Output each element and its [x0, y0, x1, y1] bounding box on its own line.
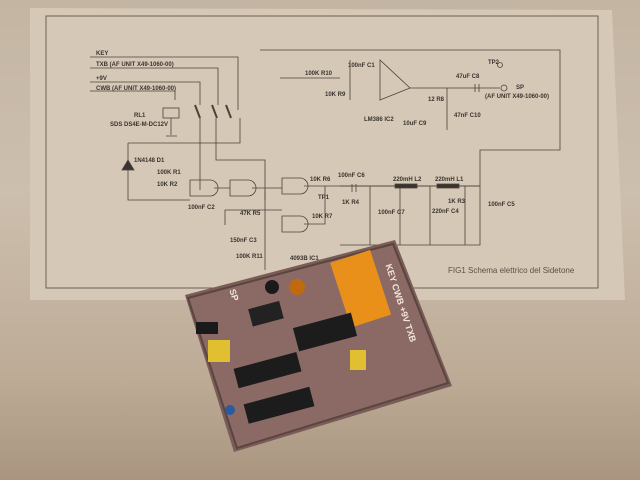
relay: [330, 249, 392, 328]
capacitor: [350, 350, 366, 370]
tp1-label: TP1: [318, 195, 330, 201]
input-9v-label: +9V: [96, 76, 107, 82]
pcb-board: [185, 240, 452, 452]
r5-label: 47K R5: [240, 211, 261, 217]
ic1-label: 4093B IC1: [290, 256, 319, 262]
electrolytic-capacitor: [265, 280, 279, 294]
c3-label: 150nF C3: [230, 238, 257, 244]
schematic-wires: [90, 49, 561, 270]
r8-label: 12 R8: [428, 97, 445, 103]
ic-socket: [233, 352, 302, 389]
c2-label: 100nF C2: [188, 205, 215, 211]
c9-label: 10uF C9: [403, 121, 427, 127]
r11-label: 100K R11: [236, 254, 263, 260]
c5-label: 100nF C5: [488, 202, 515, 208]
c7-label: 100nF C7: [378, 210, 405, 216]
relay-ref: RL1: [134, 113, 146, 119]
schematic-paper: [30, 8, 625, 300]
r10-label: 100K R10: [305, 71, 333, 77]
sp-note: (AF UNIT X49-1060-00): [485, 94, 550, 100]
r4-label: 1K R4: [342, 200, 360, 206]
input-key-label: KEY: [96, 51, 109, 57]
r9-label: 10K R9: [325, 92, 346, 98]
r1-label: 100K R1: [157, 170, 181, 176]
blue-capacitor: [225, 405, 235, 415]
trimmer: [208, 340, 230, 362]
l2-label: 220mH L2: [393, 177, 422, 183]
d1-label: 1N4148 D1: [134, 158, 165, 164]
r2-label: 10K R2: [157, 182, 178, 188]
l1-label: 220mH L1: [435, 177, 464, 183]
sp-label: SP: [516, 85, 525, 91]
c8-label: 47uF C8: [456, 74, 480, 80]
input-txb-label: TXB (AF UNIT X49-1060-00): [96, 62, 174, 68]
c1-label: 100nF C1: [348, 63, 375, 69]
tp2-label: TP2: [488, 60, 500, 66]
connector: [196, 322, 218, 334]
relay-part: SDS DS4E-M-DC12V: [110, 122, 169, 128]
ic-socket: [292, 312, 358, 352]
c10-label: 47nF C10: [454, 113, 481, 119]
electrolytic-capacitor: [289, 279, 305, 295]
input-cwb-label: CWB (AF UNIT X49-1060-00): [96, 86, 177, 92]
c6-label: 100nF C6: [338, 173, 365, 179]
schematic-caption: FIG1 Schema elettrico del Sidetone: [448, 266, 575, 275]
ic-socket: [243, 386, 315, 424]
r3-label: 1K R3: [448, 199, 466, 205]
ic-socket: [248, 300, 284, 327]
r6-label: 10K R6: [310, 177, 331, 183]
ic2-label: LM386 IC2: [364, 117, 394, 123]
c4-label: 220nF C4: [432, 209, 459, 215]
r7-label: 10K R7: [312, 214, 333, 220]
